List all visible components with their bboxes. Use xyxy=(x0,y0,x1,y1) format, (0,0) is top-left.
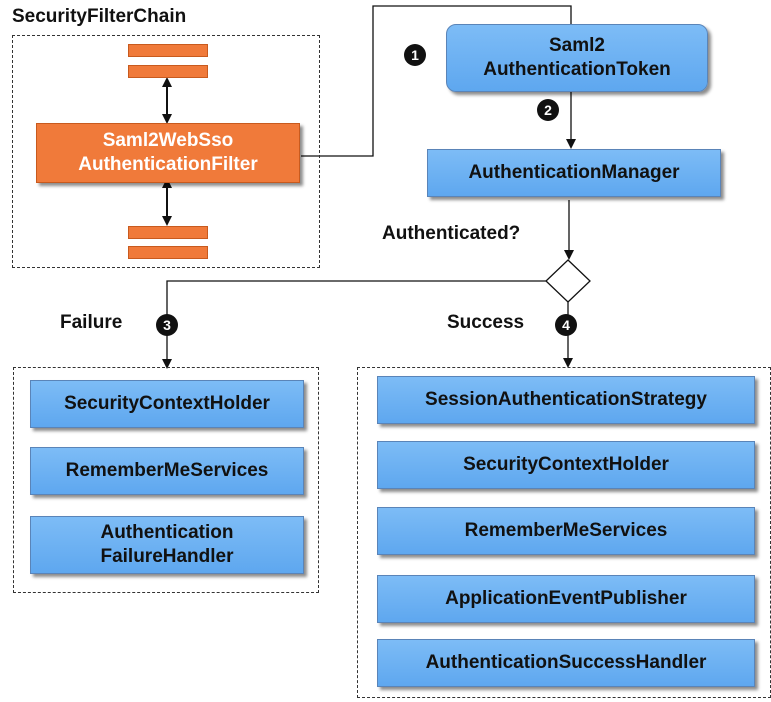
success-remember-me-services-label: RememberMeServices xyxy=(464,520,668,541)
failure-security-context-holder-label: SecurityContextHolder xyxy=(64,393,270,414)
failure-remember-me-services: RememberMeServices xyxy=(30,447,304,495)
filter-chain-title: SecurityFilterChain xyxy=(12,6,187,27)
saml2-websso-filter-label: Saml2WebSso AuthenticationFilter xyxy=(78,130,258,175)
session-authentication-strategy-label: SessionAuthenticationStrategy xyxy=(425,389,707,410)
decision-diamond xyxy=(545,259,591,303)
session-authentication-strategy: SessionAuthenticationStrategy xyxy=(377,376,755,424)
authentication-manager-label: AuthenticationManager xyxy=(468,162,680,183)
filter-bar-bottom-2 xyxy=(128,246,208,259)
filter-bar-top-1 xyxy=(128,44,208,57)
filter-bar-bottom-1 xyxy=(128,226,208,239)
failure-remember-me-services-label: RememberMeServices xyxy=(65,460,269,481)
filter-to-token-line xyxy=(301,5,572,157)
step-3-badge: 3 xyxy=(156,314,178,336)
saml2-authentication-token-label: Saml2 AuthenticationToken xyxy=(483,35,671,80)
success-security-context-holder: SecurityContextHolder xyxy=(377,441,755,489)
saml2-websso-filter: Saml2WebSso AuthenticationFilter xyxy=(36,123,300,183)
failure-handlers-group xyxy=(13,367,319,593)
success-security-context-holder-label: SecurityContextHolder xyxy=(463,454,669,475)
step-2-badge: 2 xyxy=(537,99,559,121)
success-remember-me-services: RememberMeServices xyxy=(377,507,755,555)
step-4-badge: 4 xyxy=(555,314,577,336)
filter-chain-group xyxy=(12,35,320,268)
application-event-publisher-label: ApplicationEventPublisher xyxy=(445,588,687,609)
authentication-manager: AuthenticationManager xyxy=(427,149,721,197)
authentication-failure-handler: Authentication FailureHandler xyxy=(30,516,304,574)
authentication-failure-handler-label: Authentication FailureHandler xyxy=(100,522,234,567)
authentication-success-handler-label: AuthenticationSuccessHandler xyxy=(425,652,707,673)
failure-arrow xyxy=(162,280,546,369)
success-label: Success xyxy=(447,312,525,333)
failure-security-context-holder: SecurityContextHolder xyxy=(30,380,304,428)
application-event-publisher: ApplicationEventPublisher xyxy=(377,575,755,623)
decision-label: Authenticated? xyxy=(382,223,521,244)
authentication-success-handler: AuthenticationSuccessHandler xyxy=(377,639,755,687)
step-1-badge: 1 xyxy=(404,44,426,66)
saml2-authentication-token: Saml2 AuthenticationToken xyxy=(446,24,708,92)
failure-label: Failure xyxy=(60,312,123,333)
filter-bar-top-2 xyxy=(128,65,208,78)
